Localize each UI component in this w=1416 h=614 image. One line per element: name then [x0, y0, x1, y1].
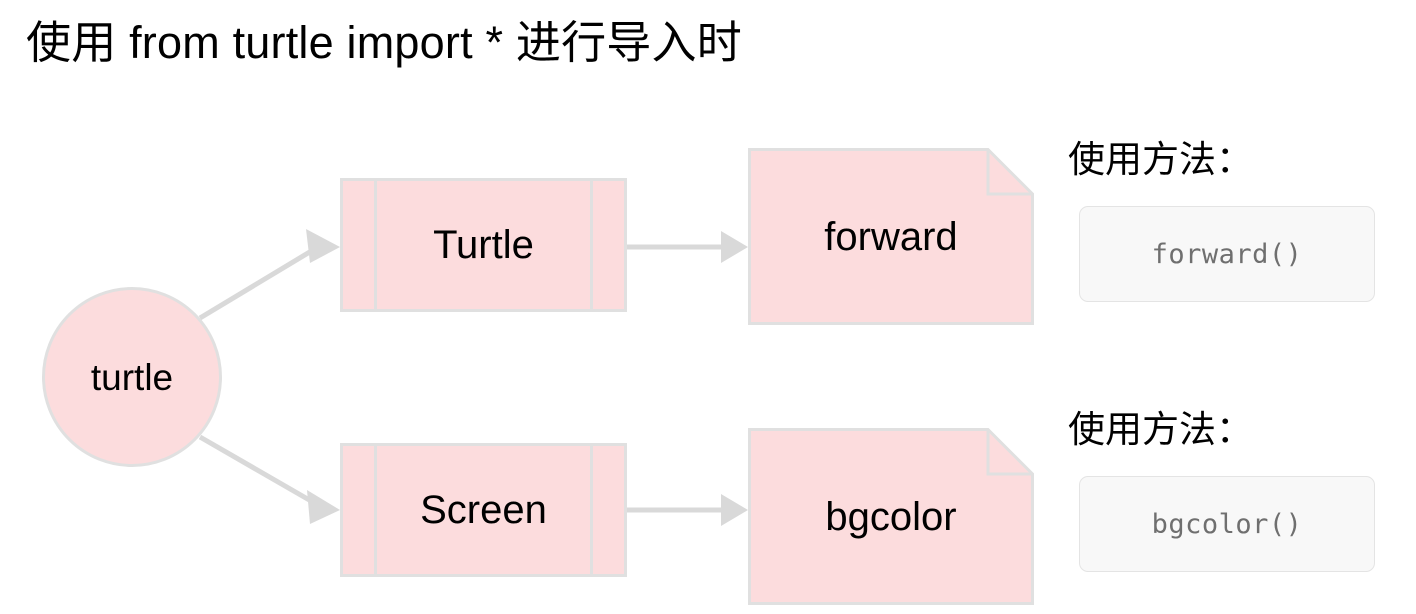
code-text: bgcolor() — [1151, 508, 1303, 540]
module-rail-right-icon — [590, 446, 593, 574]
node-label: bgcolor — [825, 494, 957, 539]
node-label: forward — [824, 214, 958, 259]
node-label: Turtle — [433, 223, 534, 267]
document-shape-icon — [748, 428, 1034, 605]
connector-turtle-to-Turtle — [198, 229, 340, 321]
annotation-forward-usage: 使用方法： forward() — [1068, 141, 1386, 321]
connector-Screen-to-bgcolor — [627, 494, 748, 526]
code-text: forward() — [1151, 238, 1303, 270]
code-chip-bgcolor[interactable]: bgcolor() — [1079, 476, 1375, 572]
code-chip-forward[interactable]: forward() — [1079, 206, 1375, 302]
node-module-turtle-class[interactable]: Turtle — [340, 178, 627, 312]
node-label: Screen — [420, 488, 547, 532]
module-rail-left-icon — [374, 446, 377, 574]
connector-turtle-to-Screen — [198, 434, 340, 524]
node-label: turtle — [90, 356, 174, 398]
annotation-title: 使用方法： — [1068, 409, 1253, 450]
page-title: 使用 from turtle import * 进行导入时 — [26, 17, 742, 68]
node-turtle-package[interactable]: turtle — [42, 287, 222, 467]
module-rail-left-icon — [374, 181, 377, 309]
annotation-title: 使用方法： — [1068, 139, 1253, 180]
node-method-forward[interactable]: forward — [748, 148, 1034, 325]
node-method-bgcolor[interactable]: bgcolor — [748, 428, 1034, 605]
module-rail-right-icon — [590, 181, 593, 309]
document-shape-icon — [748, 148, 1034, 325]
annotation-bgcolor-usage: 使用方法： bgcolor() — [1068, 411, 1386, 591]
connector-Turtle-to-forward — [627, 231, 748, 263]
node-module-screen-class[interactable]: Screen — [340, 443, 627, 577]
